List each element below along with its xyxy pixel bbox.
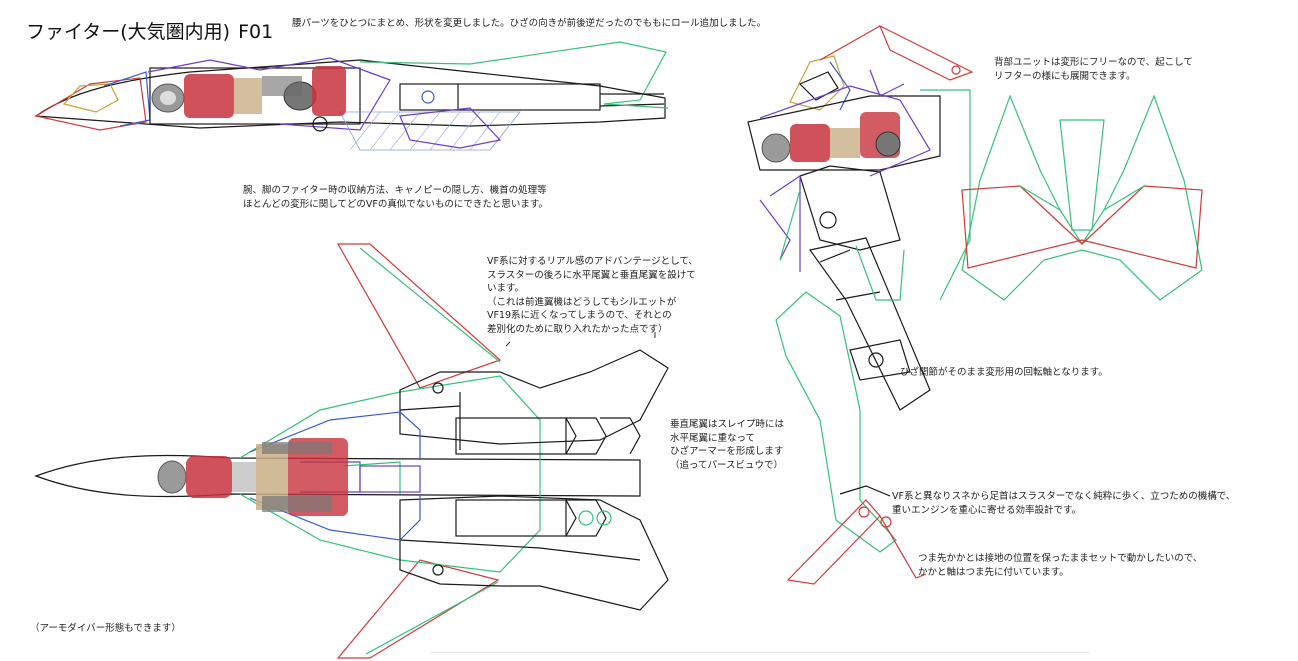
side-engine-block	[149, 67, 361, 125]
top-lower-tail	[399, 495, 669, 611]
note-foot: VF系と異なりスネから足首はスラスターでなく純粋に歩く、立つための機構で、 重い…	[892, 491, 1236, 516]
leader-mark	[505, 341, 511, 347]
note-stowage: 腕、脚のファイター時の収納方法、キャノピーの隠し方、機首の処理等 ほとんどの変形…	[243, 185, 548, 210]
top-wing-green	[239, 375, 541, 573]
divider	[430, 652, 1090, 653]
side-canopy	[62, 83, 119, 113]
note-knee-joint: ひざ関節がそのまま変形用の回転軸となります。	[900, 367, 1108, 378]
side-wing-green	[359, 41, 667, 105]
back-unit-view	[961, 94, 1203, 301]
top-upper-tail	[399, 349, 669, 445]
robot-side-view	[747, 24, 974, 585]
note-toe-heel: つま先かかとは接地の位置を保ったままセットで動かしたいので、 かかと軸はつま先に…	[918, 553, 1203, 578]
side-tail-box	[399, 83, 601, 111]
side-view-parts	[151, 66, 346, 118]
page-title: ファイター(大気圏内用) F01	[26, 20, 273, 44]
robot-head-fin	[878, 24, 974, 81]
top-view-parts	[157, 438, 348, 516]
note-waist: 腰パーツをひとつにまとめ、形状を変更しました。ひざの向きが前後逆だったのでももに…	[292, 18, 767, 29]
title-code: F01	[238, 21, 274, 43]
back-unit-wing-green	[961, 94, 1203, 301]
note-back-unit: 背部ユニットは変形にフリーなので、起こして リフターの様にも展開できます。	[994, 57, 1193, 82]
robot-head	[789, 55, 845, 111]
title-main: ファイター(大気圏内用)	[26, 21, 231, 43]
note-armor-diver: （アーモダイバー形態もできます）	[30, 623, 181, 634]
side-nose-outline	[34, 77, 147, 131]
note-vertical-fin: 垂直尾翼はスレイプ時には 水平尾翼に重なって ひざアーマーを形成します （追って…	[670, 419, 785, 471]
robot-leg-armor-green	[775, 291, 897, 553]
note-tail: VF系に対するリアル感のアドバンテージとして、 スラスターの後ろに水平尾翼と垂直…	[487, 256, 698, 335]
robot-shin	[808, 237, 931, 411]
top-lower-wing-red	[336, 559, 500, 659]
robot-parts	[761, 112, 901, 163]
top-fuselage-outline	[34, 454, 641, 498]
back-unit-wing-red	[961, 185, 1203, 269]
fighter-side-view	[34, 41, 669, 151]
robot-thigh	[799, 165, 901, 251]
robot-chest	[747, 95, 941, 171]
side-fuselage-outline	[34, 59, 666, 129]
top-upper-wing-red	[336, 243, 502, 389]
